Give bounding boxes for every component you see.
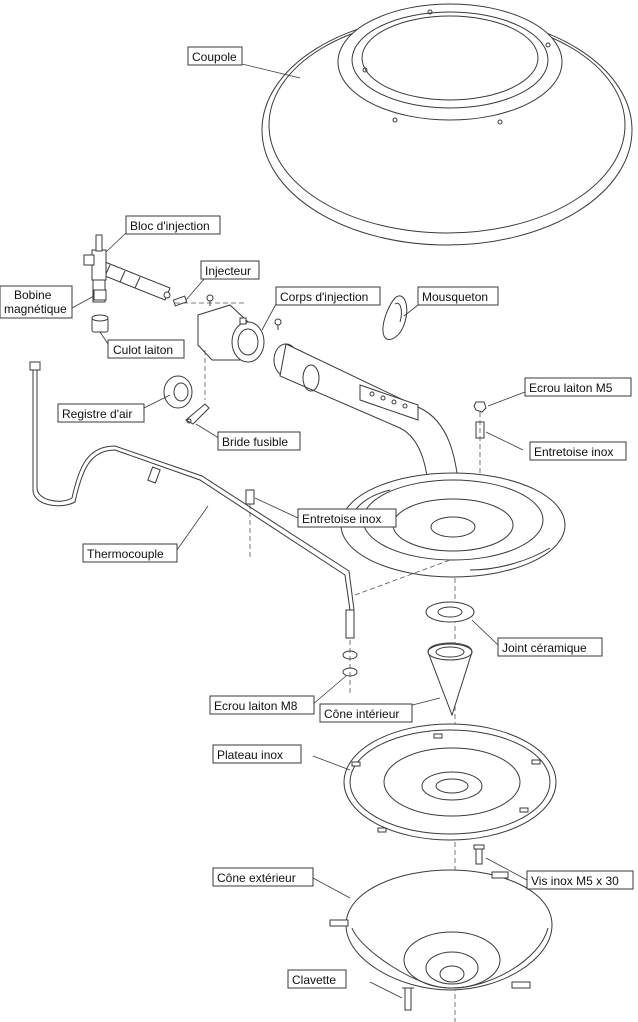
label-bloc-injection-text: Bloc d'injection	[130, 219, 210, 233]
label-clavette-text: Clavette	[292, 973, 336, 987]
label-joint-ceramique: Joint céramique	[497, 637, 603, 657]
label-cone-exterieur: Cône extérieur	[212, 867, 314, 887]
mousqueton-part	[382, 295, 408, 340]
label-registre-air-text: Registre d'air	[62, 407, 132, 421]
label-corps-injection-text: Corps d'injection	[280, 290, 368, 304]
label-injecteur-text: Injecteur	[205, 264, 251, 278]
thermocouple-part	[29, 361, 355, 639]
label-culot-laiton: Culot laiton	[107, 339, 185, 359]
bride-fusible-part	[185, 403, 210, 425]
cone-exterieur-part	[329, 869, 553, 991]
label-vis-inox-text: Vis inox M5 x 30	[531, 874, 619, 888]
label-culot-laiton-text: Culot laiton	[113, 343, 173, 357]
label-ecrou-m5-text: Ecrou laiton M5	[529, 381, 613, 395]
label-ecrou-m8-text: Ecrou laiton M8	[214, 699, 298, 713]
registre-air-part	[163, 375, 193, 409]
label-registre-air: Registre d'air	[57, 403, 145, 423]
label-cone-interieur-text: Cône intérieur	[324, 707, 399, 721]
cone-interieur-part	[427, 642, 473, 717]
label-cone-exterieur-text: Cône extérieur	[217, 871, 296, 885]
burner-tube-part	[273, 343, 461, 521]
label-plateau-inox-text: Plateau inox	[217, 748, 283, 762]
label-thermocouple: Thermocouple	[82, 543, 178, 563]
bloc-injection-part	[83, 234, 171, 303]
label-bobine-line1: Bobine	[14, 288, 52, 302]
label-mousqueton: Mousqueton	[417, 286, 499, 306]
label-bobine-line2: magnétique	[4, 302, 67, 316]
vis-inox-part	[473, 844, 485, 865]
label-plateau-inox: Plateau inox	[212, 744, 302, 764]
label-bobine-magnetique: Bobine magnétique	[0, 285, 73, 319]
label-entretoise-mid-text: Entretoise inox	[302, 512, 381, 526]
label-entretoise-right: Entretoise inox	[529, 441, 627, 461]
ecrou-m5-part	[473, 401, 487, 413]
label-bloc-injection: Bloc d'injection	[125, 215, 221, 235]
joint-ceramique-part	[425, 601, 475, 623]
label-bride-fusible: Bride fusible	[217, 431, 301, 451]
label-ecrou-m8: Ecrou laiton M8	[209, 695, 315, 715]
label-thermocouple-text: Thermocouple	[87, 547, 164, 561]
plateau-inox-part	[343, 723, 557, 841]
label-ecrou-m5: Ecrou laiton M5	[524, 377, 632, 397]
injecteur-part	[172, 295, 188, 307]
label-corps-injection: Corps d'injection	[275, 286, 381, 306]
clavette-part	[402, 987, 414, 1011]
label-mousqueton-text: Mousqueton	[422, 290, 488, 304]
burner-plate-part	[340, 472, 566, 578]
label-entretoise-right-text: Entretoise inox	[534, 445, 613, 459]
label-clavette: Clavette	[287, 969, 347, 989]
label-entretoise-mid: Entretoise inox	[297, 508, 397, 528]
label-injecteur: Injecteur	[200, 260, 260, 280]
culot-laiton-part	[91, 314, 109, 333]
coupole-part	[261, 3, 633, 246]
label-joint-ceramique-text: Joint céramique	[502, 641, 587, 655]
label-coupole: Coupole	[187, 46, 243, 66]
label-cone-interieur: Cône intérieur	[319, 703, 413, 723]
corps-injection-part	[197, 304, 265, 363]
label-coupole-text: Coupole	[192, 50, 237, 64]
bobine-magnetique-part	[93, 289, 107, 301]
label-vis-inox: Vis inox M5 x 30	[526, 870, 634, 890]
entretoise-mid-part	[245, 489, 255, 505]
label-bride-fusible-text: Bride fusible	[222, 435, 288, 449]
